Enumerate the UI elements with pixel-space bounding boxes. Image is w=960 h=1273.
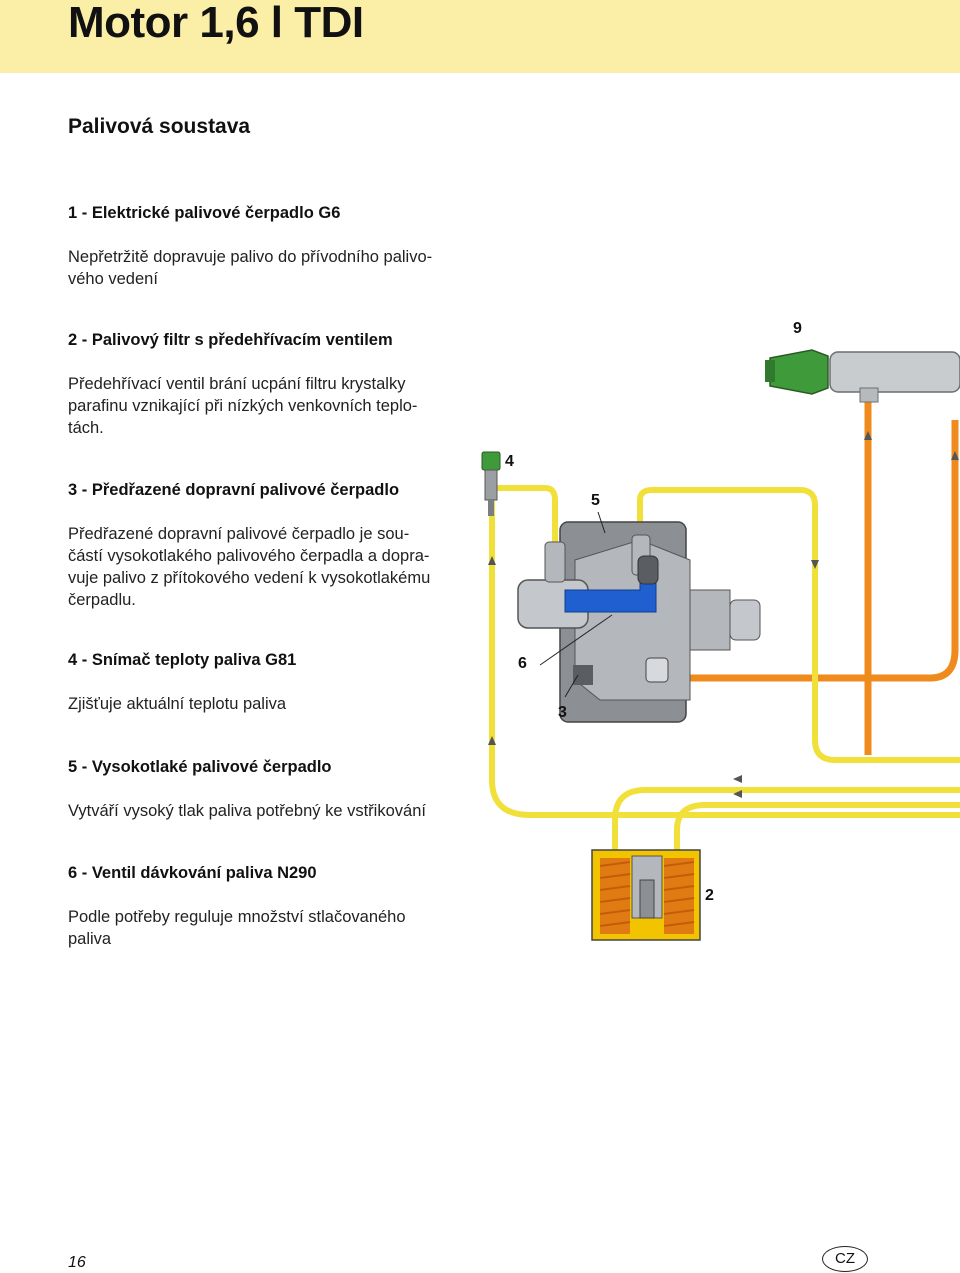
supply-line-return-top bbox=[497, 485, 558, 545]
section-title: Palivová soustava bbox=[68, 115, 251, 138]
supply-line-filter-out bbox=[674, 802, 960, 850]
diagram-label-9: 9 bbox=[793, 320, 802, 337]
item-description-4: Zjišťuje aktuální teplotu paliva bbox=[68, 695, 287, 713]
item-description-6: Podle potřeby reguluje množství stlačova… bbox=[68, 908, 406, 948]
supply-line-left bbox=[489, 500, 960, 818]
item-heading-1: 1 - Elektrické palivové čerpadlo G6 bbox=[68, 204, 341, 222]
item-heading-3: 3 - Předřazené dopravní palivové čerpadl… bbox=[68, 481, 400, 499]
language-badge: CZ bbox=[822, 1246, 868, 1272]
item-heading-4: 4 - Snímač teploty paliva G81 bbox=[68, 651, 297, 669]
item-heading-5: 5 - Vysokotlaké palivové čerpadlo bbox=[68, 758, 332, 776]
supply-line-filter-in bbox=[612, 787, 960, 850]
high-pressure-pump bbox=[517, 521, 761, 723]
page-title: Motor 1,6 l TDI bbox=[68, 0, 364, 47]
diagram-label-3: 3 bbox=[558, 704, 567, 721]
leader-lines bbox=[539, 511, 613, 698]
high-pressure-feed bbox=[660, 420, 959, 682]
page-number: 16 bbox=[68, 1254, 86, 1271]
fuel-temperature-sensor bbox=[481, 451, 501, 516]
diagram-label-4: 4 bbox=[505, 453, 514, 470]
common-rail bbox=[765, 349, 960, 403]
diagram-label-2: 2 bbox=[705, 887, 714, 904]
fuel-system-diagram: 9 4 5 6 3 2 bbox=[481, 320, 960, 941]
item-heading-2: 2 - Palivový filtr s předehřívacím venti… bbox=[68, 331, 393, 349]
item-heading-6: 6 - Ventil dávkování paliva N290 bbox=[68, 864, 317, 882]
diagram-label-6: 6 bbox=[518, 655, 527, 672]
header-band: Motor 1,6 l TDI bbox=[0, 0, 960, 73]
item-description-2: Předehřívací ventil brání ucpání filtru … bbox=[68, 375, 418, 437]
item-description-3: Předřazené dopravní palivové čerpadlo je… bbox=[68, 525, 431, 609]
item-description-5: Vytváří vysoký tlak paliva potřebný ke v… bbox=[68, 802, 426, 820]
supply-line-right bbox=[812, 560, 960, 763]
flow-arrow-icon bbox=[488, 431, 959, 798]
fuel-filter bbox=[591, 849, 701, 941]
item-description-1: Nepřetržitě dopravuje palivo do přívodní… bbox=[68, 248, 433, 288]
diagram-label-5: 5 bbox=[591, 492, 600, 509]
supply-line-pump-top bbox=[637, 487, 818, 560]
